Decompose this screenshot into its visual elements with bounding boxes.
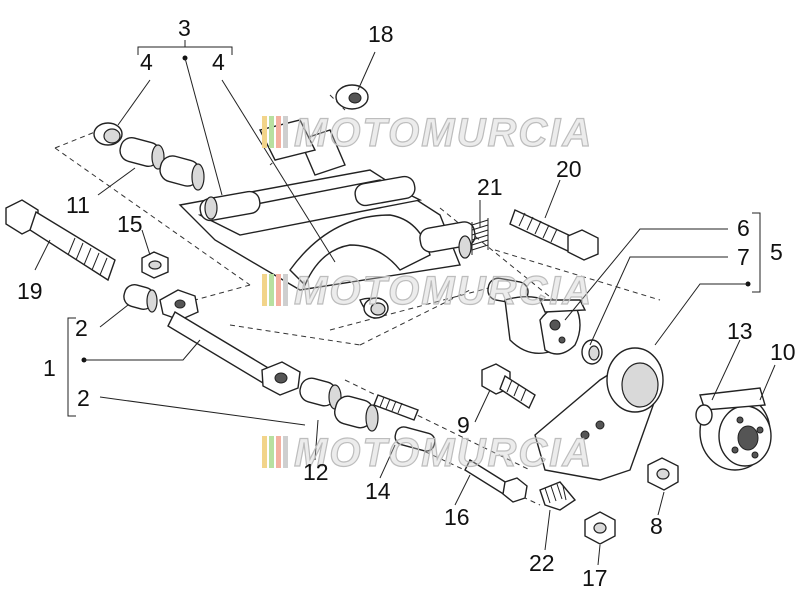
callout-6: 6 <box>737 215 750 241</box>
watermark-text: MOTOMURCIA <box>294 431 593 475</box>
callout-13: 13 <box>727 318 753 344</box>
callout-7: 7 <box>737 244 750 270</box>
watermark-text: MOTOMURCIA <box>294 269 593 313</box>
callout-9: 9 <box>457 412 470 438</box>
watermark-logo-bottom: MOTOMURCIA <box>262 430 593 476</box>
callout-5: 5 <box>770 239 783 265</box>
bolt-20 <box>509 209 599 261</box>
callout-4-right: 4 <box>212 49 225 75</box>
callout-21: 21 <box>477 174 503 200</box>
callout-19: 19 <box>17 278 43 304</box>
drum-10 <box>699 387 772 471</box>
bearing-7 <box>581 339 603 365</box>
callout-20: 20 <box>556 156 582 182</box>
callout-22: 22 <box>529 550 555 576</box>
callout-labels: 3 4 4 18 11 15 19 2 1 2 12 14 21 20 6 5 … <box>17 15 796 591</box>
callout-1: 1 <box>43 355 56 381</box>
callout-8: 8 <box>650 513 663 539</box>
callout-18: 18 <box>368 21 394 47</box>
bushing-2-upper <box>123 284 158 313</box>
bolt-9 <box>481 363 536 410</box>
bolt-16 <box>464 458 528 503</box>
silent-block-4 <box>93 122 123 146</box>
callout-12: 12 <box>303 459 329 485</box>
watermark-group: MOTOMURCIA MOTOMURCIA MOTOMURCIA <box>262 110 593 476</box>
silent-block-4-lower <box>363 297 389 319</box>
swing-arm <box>178 119 476 319</box>
bushing-pair-11 <box>119 137 205 191</box>
spindle-1 <box>159 289 301 396</box>
watermark-logo-middle: MOTOMURCIA <box>262 268 593 314</box>
callout-11: 11 <box>66 192 90 218</box>
callout-15: 15 <box>117 211 143 237</box>
callout-2-upper: 2 <box>75 315 88 341</box>
callout-2-lower: 2 <box>77 385 90 411</box>
nut-15 <box>141 251 169 279</box>
washer-18 <box>335 84 369 110</box>
bolt-19 <box>5 199 116 282</box>
callout-17: 17 <box>582 565 608 591</box>
fitting-17 <box>584 511 616 545</box>
nut-8 <box>647 457 679 491</box>
callout-16: 16 <box>444 504 470 530</box>
bracket-5 <box>534 347 664 481</box>
bushing-pair-12 <box>299 377 379 432</box>
callout-14: 14 <box>365 478 391 504</box>
watermark-text: MOTOMURCIA <box>294 111 593 155</box>
leader-lines <box>34 40 776 566</box>
clip-13 <box>695 404 713 426</box>
watermark-logo-top: MOTOMURCIA <box>262 110 593 156</box>
stud-14 <box>373 394 436 452</box>
callout-3: 3 <box>178 15 191 41</box>
fitting-22 <box>539 481 577 511</box>
callout-4-left: 4 <box>140 49 153 75</box>
callout-10: 10 <box>770 339 796 365</box>
